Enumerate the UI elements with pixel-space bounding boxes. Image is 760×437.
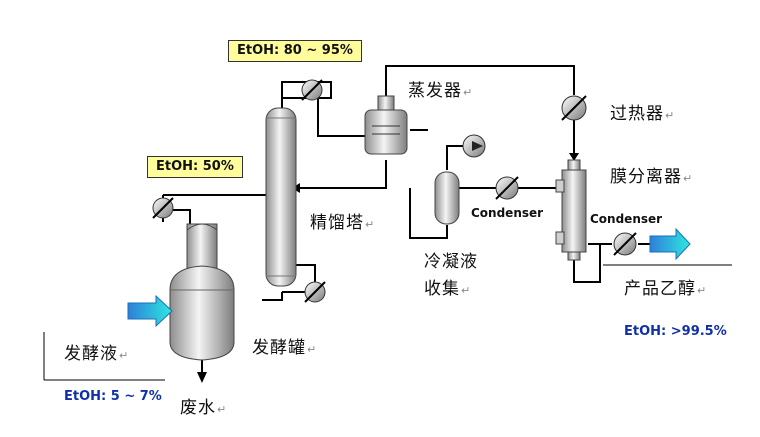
hx-condenser-permeate xyxy=(495,176,519,200)
fermenter-vapor-concentration-text: EtOH: 50% xyxy=(156,159,234,174)
evaporator-vessel xyxy=(364,95,428,155)
rectifier-label: 精馏塔↵ xyxy=(310,213,376,233)
evaporator-label: 蒸发器↵ xyxy=(408,81,474,101)
column-top-concentration-label: EtOH: 80 ~ 95% xyxy=(228,40,362,63)
pipe-evap-to-condensate xyxy=(409,188,448,239)
hx-condenser-product xyxy=(613,232,637,256)
hx-column-bottom xyxy=(304,281,326,303)
condensate-collection-label-line2: 收集↵ xyxy=(424,279,472,299)
feed-concentration-label: EtOH: 5 ~ 7% xyxy=(64,389,162,404)
flow-arrows xyxy=(127,227,691,328)
hx-fermenter-vapor xyxy=(152,197,174,219)
condenser-product-label: Condenser xyxy=(590,212,663,226)
pipe-column-top-loop xyxy=(281,81,332,110)
arrowhead-superheater-down xyxy=(569,153,579,161)
hx-superheater xyxy=(561,95,587,121)
product-concentration-label: EtOH: >99.5% xyxy=(624,324,727,339)
superheater-label: 过热器↵ xyxy=(610,104,676,124)
product-ethanol-label: 产品乙醇↵ xyxy=(624,279,708,299)
arrowhead-waste xyxy=(197,372,207,383)
heat-exchangers xyxy=(152,79,637,303)
column-top-concentration-text: EtOH: 80 ~ 95% xyxy=(237,43,353,58)
pump-condensate xyxy=(462,134,486,158)
pipe-column-to-evaporator xyxy=(317,98,365,137)
pipe-column-to-fermenter-down xyxy=(262,292,283,301)
fermenter-vessel xyxy=(169,223,235,361)
fermenter-vapor-concentration-label: EtOH: 50% xyxy=(147,156,243,179)
membrane-separator-label: 膜分离器↵ xyxy=(610,167,694,187)
feed-arrow xyxy=(127,294,173,328)
pipe-condensate-top xyxy=(446,145,463,170)
waste-water-label: 废水↵ xyxy=(180,398,228,418)
condensate-tank xyxy=(434,171,460,225)
product-arrow xyxy=(649,227,691,261)
fermenter-label: 发酵罐↵ xyxy=(252,338,318,358)
feed-liquid-label: 发酵液↵ xyxy=(64,344,130,364)
pipe-membrane-bottom xyxy=(573,244,601,283)
rectifier-column xyxy=(265,107,297,287)
pipes xyxy=(43,65,732,381)
condensate-collection-label-line1: 冷凝液 xyxy=(424,252,478,272)
pipe-evaporator-bottom xyxy=(300,160,387,189)
membrane-separator-module xyxy=(555,159,587,261)
hx-column-top xyxy=(301,79,323,101)
pipe-evap-to-superheater xyxy=(385,65,575,100)
condenser-permeate-label: Condenser xyxy=(471,206,544,220)
